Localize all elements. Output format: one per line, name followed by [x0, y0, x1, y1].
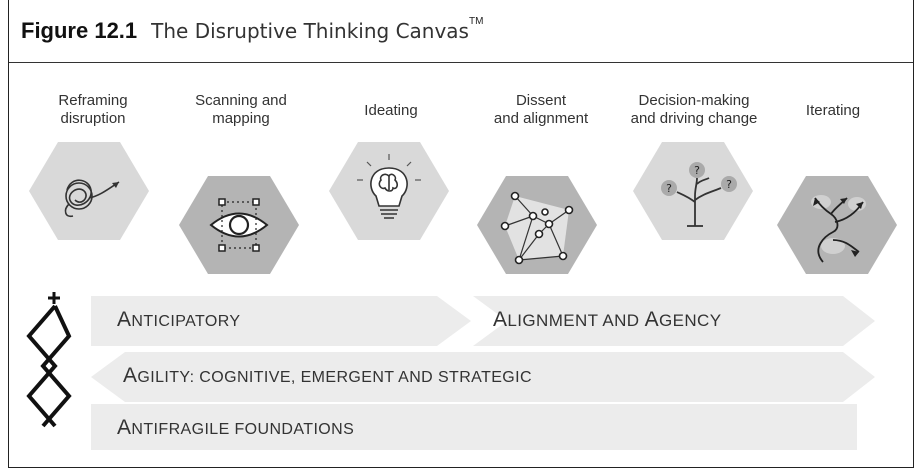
figure-frame: Figure 12.1 The Disruptive Thinking Canva… — [8, 0, 914, 468]
tangle-arrow-icon — [29, 142, 149, 240]
lightbulb-brain-icon — [329, 142, 449, 240]
header-rule — [9, 62, 913, 63]
bands-layer — [91, 296, 875, 450]
trademark-mark: TM — [468, 16, 484, 27]
svg-text:?: ? — [694, 164, 700, 177]
figure-number: Figure 12.1 — [21, 18, 138, 43]
band-anticipatory-shape — [91, 296, 471, 346]
band-antifragile-shape — [91, 404, 857, 450]
band-anticipatory-label: ANTICIPATORY — [117, 308, 241, 331]
figure-header: Figure 12.1 The Disruptive Thinking Canva… — [21, 16, 484, 44]
step-label-iterating: Iterating — [805, 102, 861, 119]
band-agility-label: AGILITY: COGNITIVE, EMERGENT AND STRATEG… — [123, 364, 532, 387]
eye-focus-icon — [179, 176, 299, 274]
band-alignment-shape — [473, 296, 875, 346]
band-antifragile-label: ANTIFRAGILE FOUNDATIONS — [117, 416, 355, 439]
iteration-arrows-icon — [777, 176, 897, 274]
zigzag-aaa-icon — [26, 292, 72, 428]
step-label-ideating: Ideating — [364, 102, 418, 119]
figure-title: The Disruptive Thinking Canvas — [151, 19, 469, 43]
decision-tree-icon: ? ? ? — [633, 142, 753, 240]
band-agility-shape — [91, 352, 875, 402]
svg-text:?: ? — [726, 178, 732, 191]
band-alignment-label: ALIGNMENT AND AGENCY — [493, 308, 722, 331]
network-nodes-icon — [477, 176, 597, 274]
svg-text:?: ? — [666, 182, 672, 195]
